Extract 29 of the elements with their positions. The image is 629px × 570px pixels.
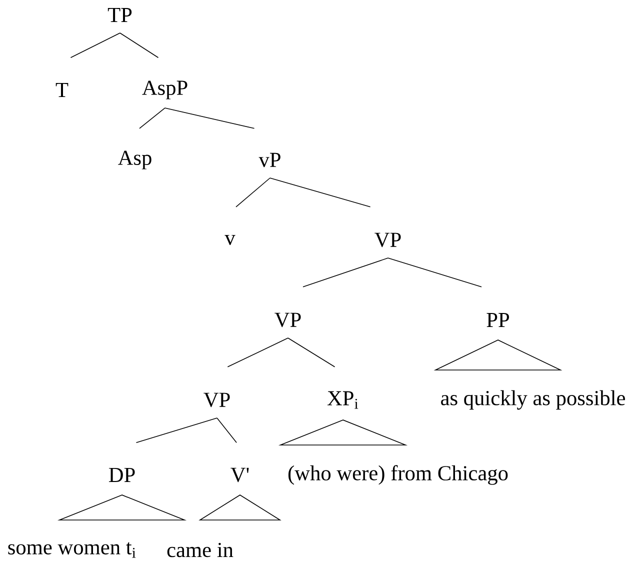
branch-line — [288, 338, 336, 368]
category-label: XP$_{i}$ — [327, 391, 358, 409]
terminal-string: came in — [167, 542, 234, 558]
terminal-string: (who were) from Chicago — [288, 465, 508, 485]
branch-line — [216, 418, 237, 444]
branch-line — [236, 178, 270, 208]
branch-line — [270, 178, 371, 208]
category-label: VP — [274, 312, 301, 328]
branch-line — [388, 258, 482, 288]
terminal-string: some women t$_{i}$ — [8, 542, 136, 558]
category-label: PP — [486, 313, 509, 327]
branch-line — [136, 418, 218, 444]
category-label: VP — [374, 232, 401, 248]
category-label: AspP — [142, 80, 188, 100]
category-label: DP — [108, 468, 135, 482]
branch-line — [70, 32, 120, 58]
terminal-string: T — [56, 83, 68, 97]
terminal-string: as quickly as possible — [441, 390, 625, 410]
branch-line — [139, 108, 166, 129]
terminal-string: Asp — [118, 150, 152, 170]
category-label: vP — [258, 152, 280, 168]
category-label: TP — [108, 8, 132, 22]
branch-line — [302, 258, 388, 288]
terminal-string: v — [224, 235, 236, 245]
branch-line — [120, 32, 159, 58]
branch-line — [164, 108, 255, 129]
category-label: V' — [230, 468, 249, 482]
category-label: VP — [204, 392, 230, 408]
branch-line — [227, 338, 288, 368]
